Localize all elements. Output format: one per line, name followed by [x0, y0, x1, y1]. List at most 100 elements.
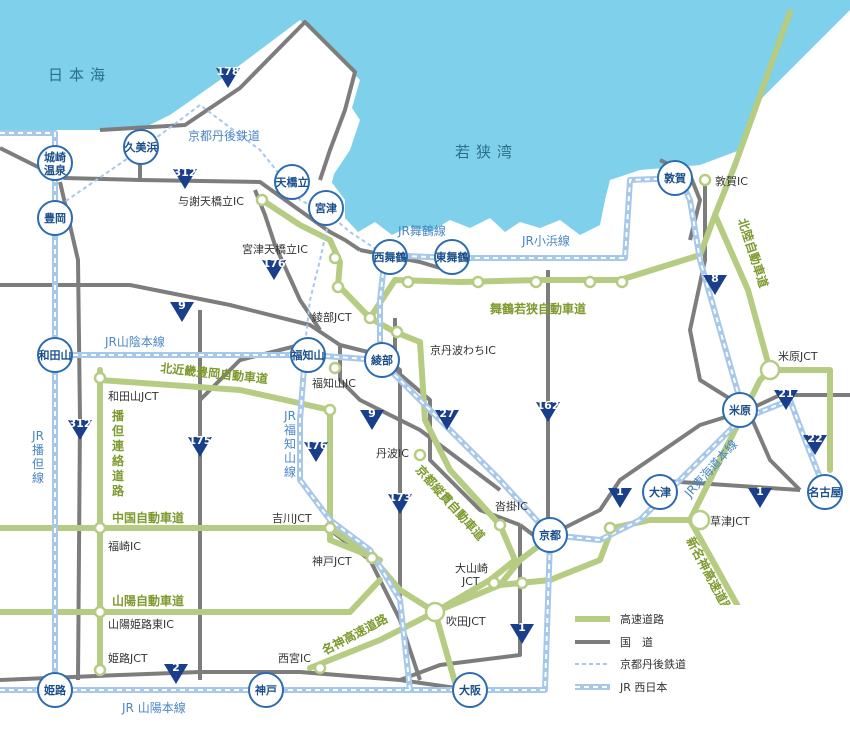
exp-label-maizuru-wakasa: 舞鶴若狭自動車道: [489, 301, 586, 316]
route-shield-176b: 176: [304, 439, 328, 462]
station-label-osaka: 大阪: [459, 683, 482, 697]
station-label-kinosaki: 城崎温泉: [44, 150, 67, 177]
sea-label-wakasa: 若狭湾: [455, 143, 518, 161]
route-shields: 178 312 176 9 312 175 176 9 27 173 162 8…: [68, 65, 827, 684]
station-miyazu[interactable]: [308, 190, 344, 226]
svg-text:173: 173: [389, 491, 412, 504]
ic-label-maibara-jct: 米原JCT: [778, 350, 818, 363]
station-label-ayabe: 綾部: [371, 353, 393, 367]
station-maibara[interactable]: [722, 392, 758, 428]
route-shield-22: 22: [803, 432, 827, 455]
station-label-wadayama: 和田山: [39, 348, 72, 362]
station-wadayama[interactable]: [37, 337, 73, 373]
stations: [37, 129, 843, 708]
interchange-labels: 与謝天橋立IC 宮津天橋立IC 綾部JCT 京丹波わちIC 福知山IC 和田山J…: [108, 174, 818, 665]
station-kyoto[interactable]: [532, 517, 568, 553]
ic-label-miyazu: 宮津天橋立IC: [242, 242, 308, 256]
exp-label-shinmeishin: 新名神高速道路: [683, 534, 736, 616]
ic-label-nishinomiya: 西宮IC: [278, 651, 311, 665]
interchange-dots: [93, 173, 781, 677]
svg-text:21: 21: [778, 387, 793, 400]
svg-text:8: 8: [711, 272, 719, 285]
exp-label-bantan: 播但連絡道路: [111, 408, 125, 498]
route-shield-312b: 312: [68, 417, 92, 440]
ic-label-ayabe-jct: 綾部JCT: [312, 310, 352, 324]
station-tsuruga[interactable]: [657, 160, 693, 196]
station-label-himeji: 姫路: [44, 683, 67, 697]
svg-text:176: 176: [263, 257, 286, 270]
route-shield-162: 162: [536, 399, 560, 422]
svg-text:312: 312: [174, 166, 197, 179]
svg-text:27: 27: [439, 407, 454, 420]
ic-label-tanba: 丹波IC: [376, 447, 409, 460]
route-shield-312: 312: [173, 166, 197, 189]
sea-label-nihonkai: 日本海: [48, 66, 111, 84]
tango-peninsula: [140, 20, 360, 200]
svg-text:176: 176: [305, 439, 328, 452]
station-label-kyoto: 京都: [539, 528, 561, 542]
station-label-kumihama: 久美浜: [125, 140, 158, 154]
legend-national-road: 国 道: [620, 635, 653, 649]
ic-label-fukusaki: 福崎IC: [108, 539, 141, 553]
svg-text:2: 2: [172, 661, 180, 674]
station-label-tsuruga: 敦賀: [664, 171, 686, 185]
station-label-higashimaizuru: 東舞鶴: [436, 250, 469, 264]
svg-text:22: 22: [807, 432, 822, 445]
svg-text:1: 1: [756, 485, 764, 498]
route-shield-1a: 1: [608, 485, 632, 508]
rail-label-jr-sanyo: JR 山陽本線: [121, 700, 186, 715]
route-shield-173: 173: [388, 491, 412, 514]
route-shield-27: 27: [435, 407, 459, 430]
route-shield-1c: 1: [510, 621, 534, 644]
station-higashimaizuru[interactable]: [434, 239, 470, 275]
svg-text:178: 178: [217, 65, 240, 78]
station-otsu[interactable]: [642, 474, 678, 510]
ic-label-kyotanba: 京丹波わちIC: [430, 343, 496, 357]
station-fukuchiyama[interactable]: [290, 337, 326, 373]
station-label-nishimaizuru: 西舞鶴: [374, 250, 407, 264]
station-toyooka[interactable]: [37, 200, 73, 236]
svg-text:9: 9: [178, 299, 186, 312]
route-shield-176: 176: [262, 257, 286, 280]
exp-label-chugoku: 中国自動車道: [112, 510, 184, 525]
ic-label-kobe: 神戸JCT: [312, 554, 352, 568]
station-label-amanohashidate: 天橋立: [276, 175, 309, 189]
station-labels: 城崎温泉 久美浜 天橋立 宮津 西舞鶴 東舞鶴 敦賀 豊岡 和田山 福知山 綾部…: [39, 140, 842, 697]
legend-tango-rail: 京都丹後鉄道: [620, 657, 686, 671]
station-amanohashidate[interactable]: [274, 164, 310, 200]
route-shield-2: 2: [164, 661, 188, 684]
rail-label-jr-obama: JR小浜線: [521, 233, 570, 248]
route-shield-175: 175: [188, 434, 212, 457]
svg-text:1: 1: [518, 621, 526, 634]
station-ayabe[interactable]: [364, 342, 400, 378]
station-kinosaki[interactable]: [37, 145, 73, 181]
exp-label-sanyo: 山陽自動車道: [112, 593, 184, 608]
station-label-miyazu: 宮津: [315, 201, 337, 215]
station-label-fukuchiyama: 福知山: [291, 348, 325, 362]
route-shield-8: 8: [703, 272, 727, 295]
station-nishimaizuru[interactable]: [372, 239, 408, 275]
exp-label-kitakinki: 北近畿豊岡自動車道: [160, 360, 269, 386]
legend: 高速道路 国 道 京都丹後鉄道 JR 西日本: [563, 605, 743, 705]
station-kobe[interactable]: [248, 672, 284, 708]
route-shield-9b: 9: [360, 407, 384, 430]
route-shield-21: 21: [774, 387, 798, 410]
svg-text:1: 1: [616, 485, 624, 498]
rail-label-jr-sanin: JR山陰本線: [104, 334, 165, 349]
station-himeji[interactable]: [37, 672, 73, 708]
svg-text:9: 9: [368, 407, 376, 420]
ic-label-himeji-higashi: 山陽姫路東IC: [108, 617, 174, 631]
rail-label-tango: 京都丹後鉄道: [188, 128, 260, 143]
legend-jr-west: JR 西日本: [619, 680, 667, 694]
station-nagoya[interactable]: [807, 474, 843, 510]
svg-text:162: 162: [537, 399, 560, 412]
route-shield-9: 9: [170, 299, 194, 322]
station-osaka[interactable]: [452, 672, 488, 708]
ic-label-yosano: 与謝天橋立IC: [178, 194, 244, 208]
route-shield-178: 178: [216, 65, 240, 88]
route-shield-1b: 1: [748, 485, 772, 508]
station-kumihama[interactable]: [123, 129, 159, 165]
